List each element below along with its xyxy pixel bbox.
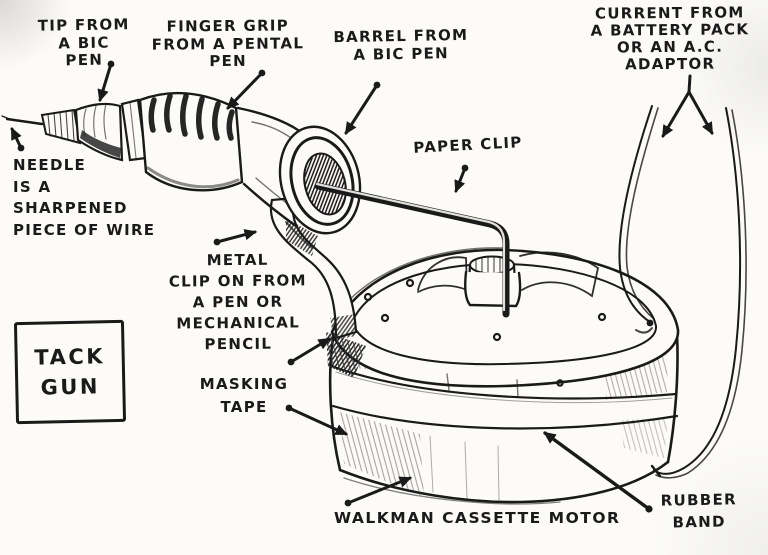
barrel-label: BARREL FROM A BIC PEN <box>333 25 469 64</box>
wire-right-sketch <box>650 107 747 479</box>
needle-sketch <box>1 115 44 126</box>
motor-shaft <box>464 255 522 308</box>
top-flaps <box>417 251 600 298</box>
barrel-sketch <box>236 106 362 235</box>
page-title: TACK GUN <box>34 344 106 400</box>
metal-clip-arrow-top <box>213 229 258 246</box>
needle-label: NEEDLE IS A SHARPENED PIECE OF WIRE <box>13 156 156 239</box>
finger-grip-sketch <box>138 91 244 192</box>
rubber-band-label: RUBBER BAND <box>660 490 738 532</box>
metal-clip-arrow-bottom <box>287 337 331 366</box>
title-box: TACK GUN <box>13 319 127 425</box>
current-fork-arrow <box>661 74 714 138</box>
finger-grip-arrow <box>226 69 266 110</box>
current-label: CURRENT FROM A BATTERY PACK OR AN A.C. A… <box>590 3 750 74</box>
masking-tape-arrow <box>285 404 348 436</box>
masking-tape-label: MASKING TAPE <box>199 375 289 416</box>
metal-clip-label: METAL CLIP ON FROM A PEN OR MECHANICAL P… <box>168 250 307 354</box>
tip-label: TIP FROM A BIC PEN <box>37 15 130 70</box>
annotation-arrows <box>10 60 714 513</box>
walkman-motor-label: WALKMAN CASSETTE MOTOR <box>334 509 621 527</box>
needle-arrow <box>10 127 25 152</box>
finger-grip-label: FINGER GRIP FROM A PENTAL PEN <box>151 16 305 71</box>
wire-left-sketch <box>618 105 659 327</box>
rubber-band-arrow <box>543 431 653 513</box>
barrel-arrow <box>344 81 381 135</box>
masking-tape-band <box>329 364 679 430</box>
walkman-arrow <box>344 476 412 507</box>
pen-tip-sketch <box>74 102 124 162</box>
pen-sketch <box>1 91 362 256</box>
paper-clip-arrow <box>454 164 469 193</box>
motor-face-dots <box>363 278 607 387</box>
paper-clip-sketch <box>314 182 510 318</box>
tip-arrow <box>97 60 115 102</box>
